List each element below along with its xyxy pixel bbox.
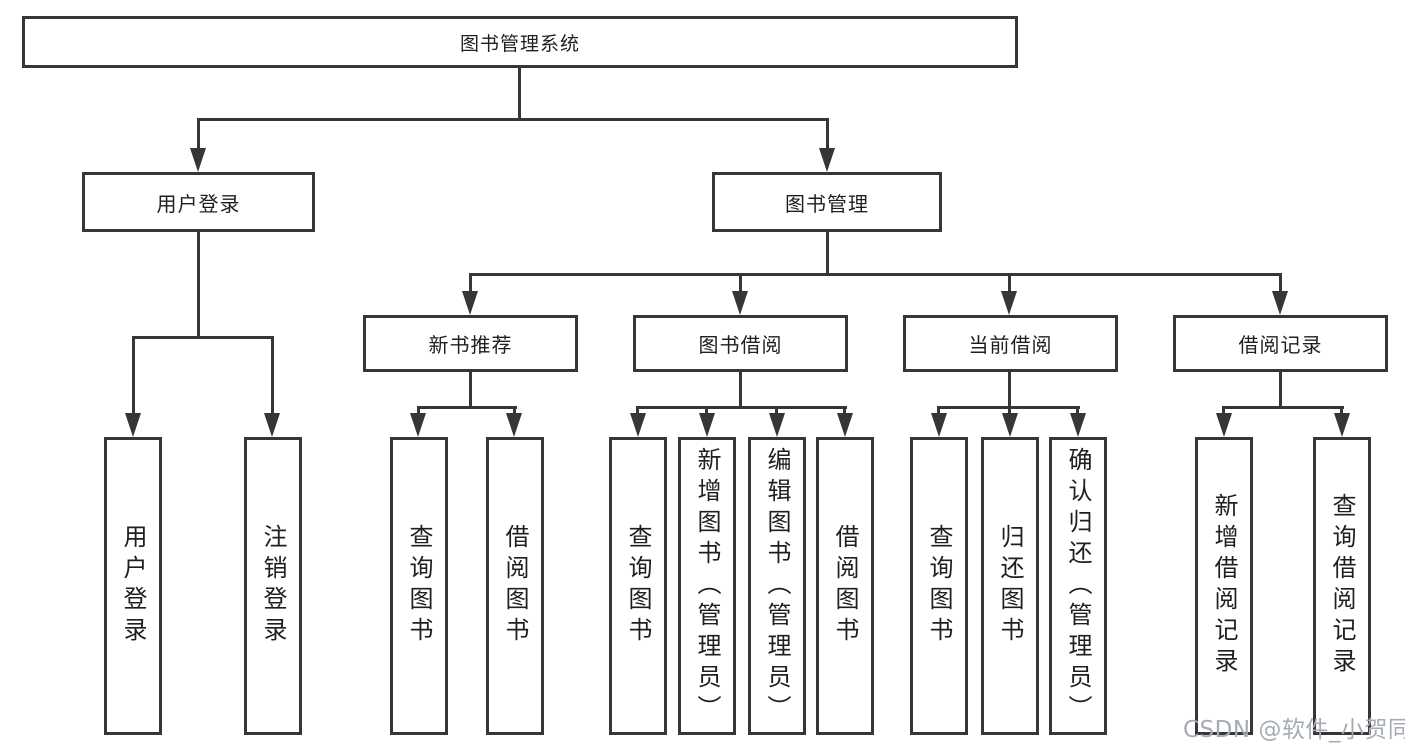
watermark: CSDN @软件_小贺同学 [1183, 717, 1405, 743]
connector-line [1008, 406, 1011, 416]
leaf-query-book-borrow: 查询图书 [609, 437, 667, 735]
connector-line [1222, 406, 1225, 416]
connector-line [1008, 273, 1011, 293]
leaf-label: 新增图书（管理员） [693, 446, 721, 726]
node-user-login: 用户登录 [82, 172, 315, 232]
leaf-return-book: 归还图书 [981, 437, 1039, 735]
leaf-label: 确认归还（管理员） [1064, 446, 1092, 726]
node-root: 图书管理系统 [22, 16, 1018, 68]
connector-line [132, 336, 135, 414]
connector-line [826, 232, 829, 276]
arrow-down-icon [630, 413, 646, 437]
arrow-down-icon [1002, 413, 1018, 437]
connector-line [197, 118, 200, 150]
connector-line [826, 118, 829, 150]
arrow-down-icon [506, 413, 522, 437]
connector-line [636, 406, 847, 409]
leaf-label: 归还图书 [996, 524, 1024, 648]
node-label: 图书管理 [785, 191, 869, 216]
connector-line [197, 232, 200, 336]
leaf-user-login: 用户登录 [104, 437, 162, 735]
connector-line [775, 406, 778, 416]
leaf-label: 查询图书 [405, 524, 433, 648]
leaf-label: 查询图书 [925, 524, 953, 648]
leaf-borrow-book-recommend: 借阅图书 [486, 437, 544, 735]
arrow-down-icon [819, 148, 835, 172]
leaf-query-book-current: 查询图书 [910, 437, 968, 735]
leaf-borrow-book: 借阅图书 [816, 437, 874, 735]
leaf-edit-book-admin: 编辑图书（管理员） [748, 437, 806, 735]
arrow-down-icon [837, 413, 853, 437]
connector-line [417, 406, 517, 409]
leaf-label: 新增借阅记录 [1210, 493, 1238, 679]
arrow-down-icon [462, 291, 478, 315]
node-label: 用户登录 [156, 191, 241, 216]
arrow-down-icon [1216, 413, 1232, 437]
connector-line [271, 336, 274, 414]
node-root-label: 图书管理系统 [459, 32, 580, 55]
leaf-label: 借阅图书 [831, 524, 859, 648]
arrow-down-icon [699, 413, 715, 437]
connector-line [469, 372, 472, 409]
node-book-management: 图书管理 [712, 172, 942, 232]
arrow-down-icon [732, 291, 748, 315]
connector-line [739, 273, 742, 293]
connector-line [843, 406, 846, 416]
connector-line [1279, 273, 1282, 293]
leaf-add-borrow-record: 新增借阅记录 [1195, 437, 1253, 735]
connector-line [739, 372, 742, 409]
connector-line [1340, 406, 1343, 416]
arrow-down-icon [125, 413, 141, 437]
arrow-down-icon [931, 413, 947, 437]
node-book-borrow: 图书借阅 [633, 315, 848, 372]
connector-line [469, 273, 1282, 276]
node-label: 新书推荐 [428, 333, 513, 357]
node-label: 当前借阅 [968, 333, 1053, 357]
connector-line [937, 406, 940, 416]
arrow-down-icon [1070, 413, 1086, 437]
connector-line [417, 406, 420, 416]
connector-line [469, 273, 472, 293]
connector-line [1076, 406, 1079, 416]
node-borrow-record: 借阅记录 [1173, 315, 1388, 372]
leaf-logout: 注销登录 [244, 437, 302, 735]
arrow-down-icon [1272, 291, 1288, 315]
arrow-down-icon [190, 148, 206, 172]
connector-line [197, 118, 829, 121]
node-label: 图书借阅 [698, 333, 783, 357]
arrow-down-icon [1334, 413, 1350, 437]
arrow-down-icon [264, 413, 280, 437]
leaf-label: 用户登录 [119, 524, 147, 648]
connector-line [636, 406, 639, 416]
connector-line [518, 68, 521, 120]
leaf-label: 借阅图书 [501, 524, 529, 648]
arrow-down-icon [1001, 291, 1017, 315]
leaf-label: 编辑图书（管理员） [763, 446, 791, 726]
leaf-confirm-return-admin: 确认归还（管理员） [1049, 437, 1107, 735]
connector-line [1223, 406, 1344, 409]
connector-line [513, 406, 516, 416]
node-label: 借阅记录 [1238, 333, 1323, 357]
node-current-borrow: 当前借阅 [903, 315, 1118, 372]
leaf-query-borrow-record: 查询借阅记录 [1313, 437, 1371, 735]
leaf-label: 注销登录 [259, 524, 287, 648]
leaf-label: 查询借阅记录 [1328, 493, 1356, 679]
connector-line [132, 336, 274, 339]
node-new-book-recommend: 新书推荐 [363, 315, 578, 372]
connector-line [705, 406, 708, 416]
arrow-down-icon [769, 413, 785, 437]
connector-line [1279, 372, 1282, 409]
leaf-add-book-admin: 新增图书（管理员） [678, 437, 736, 735]
leaf-query-book-recommend: 查询图书 [390, 437, 448, 735]
connector-line [1008, 372, 1011, 409]
arrow-down-icon [410, 413, 426, 437]
leaf-label: 查询图书 [624, 524, 652, 648]
